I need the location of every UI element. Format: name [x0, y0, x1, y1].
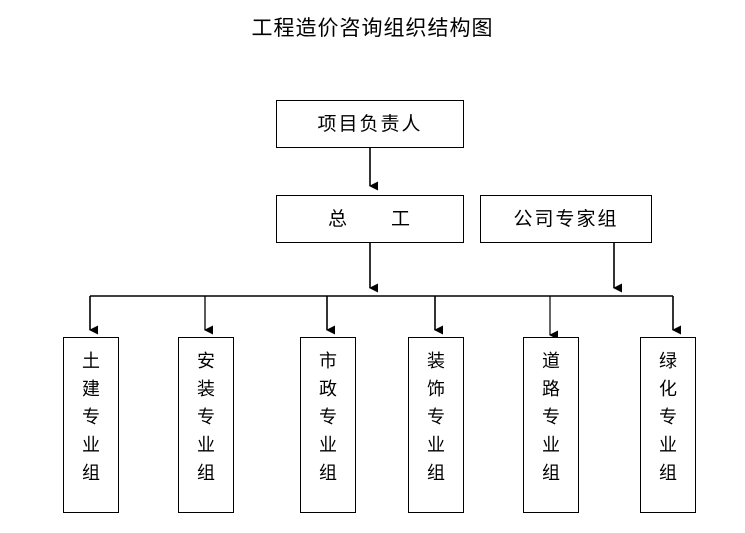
node-char: 路: [542, 379, 560, 400]
node-char: 绿: [659, 351, 677, 372]
node-char: 组: [197, 463, 215, 484]
node-char: 专: [319, 407, 337, 428]
node-project-manager[interactable]: 项目负责人: [276, 100, 464, 148]
node-landscape-group[interactable]: 绿 化 专 业 组: [640, 337, 696, 513]
node-char: 组: [427, 463, 445, 484]
node-char: 饰: [427, 379, 445, 400]
node-char: 业: [427, 435, 445, 456]
node-char: 业: [319, 435, 337, 456]
node-municipal-group[interactable]: 市 政 专 业 组: [300, 337, 356, 513]
node-char: 安: [197, 351, 215, 372]
node-char: 道: [542, 351, 560, 372]
node-char: 专: [542, 407, 560, 428]
node-char: 业: [659, 435, 677, 456]
node-char: 建: [82, 379, 100, 400]
node-char: 业: [542, 435, 560, 456]
node-char: 装: [197, 379, 215, 400]
node-char: 专: [659, 407, 677, 428]
page-title: 工程造价咨询组织结构图: [251, 16, 494, 40]
node-char: 业: [197, 435, 215, 456]
node-char: 专: [197, 407, 215, 428]
node-char: 化: [659, 379, 677, 400]
node-company-expert-group[interactable]: 公司专家组: [480, 195, 652, 243]
node-char: 组: [319, 463, 337, 484]
node-char: 政: [319, 379, 337, 400]
node-char: 组: [542, 463, 560, 484]
node-char: 组: [659, 463, 677, 484]
node-char: 装: [427, 351, 445, 372]
node-char: 土: [82, 351, 100, 372]
node-decoration-group[interactable]: 装 饰 专 业 组: [408, 337, 464, 513]
node-char: 业: [82, 435, 100, 456]
node-char: 专: [427, 407, 445, 428]
node-char: 专: [82, 407, 100, 428]
node-char: 市: [319, 351, 337, 372]
node-road-group[interactable]: 道 路 专 业 组: [523, 337, 579, 513]
node-civil-group[interactable]: 土 建 专 业 组: [63, 337, 119, 513]
node-chief-engineer[interactable]: 总 工: [276, 195, 464, 243]
node-installation-group[interactable]: 安 装 专 业 组: [178, 337, 234, 513]
node-char: 组: [82, 463, 100, 484]
